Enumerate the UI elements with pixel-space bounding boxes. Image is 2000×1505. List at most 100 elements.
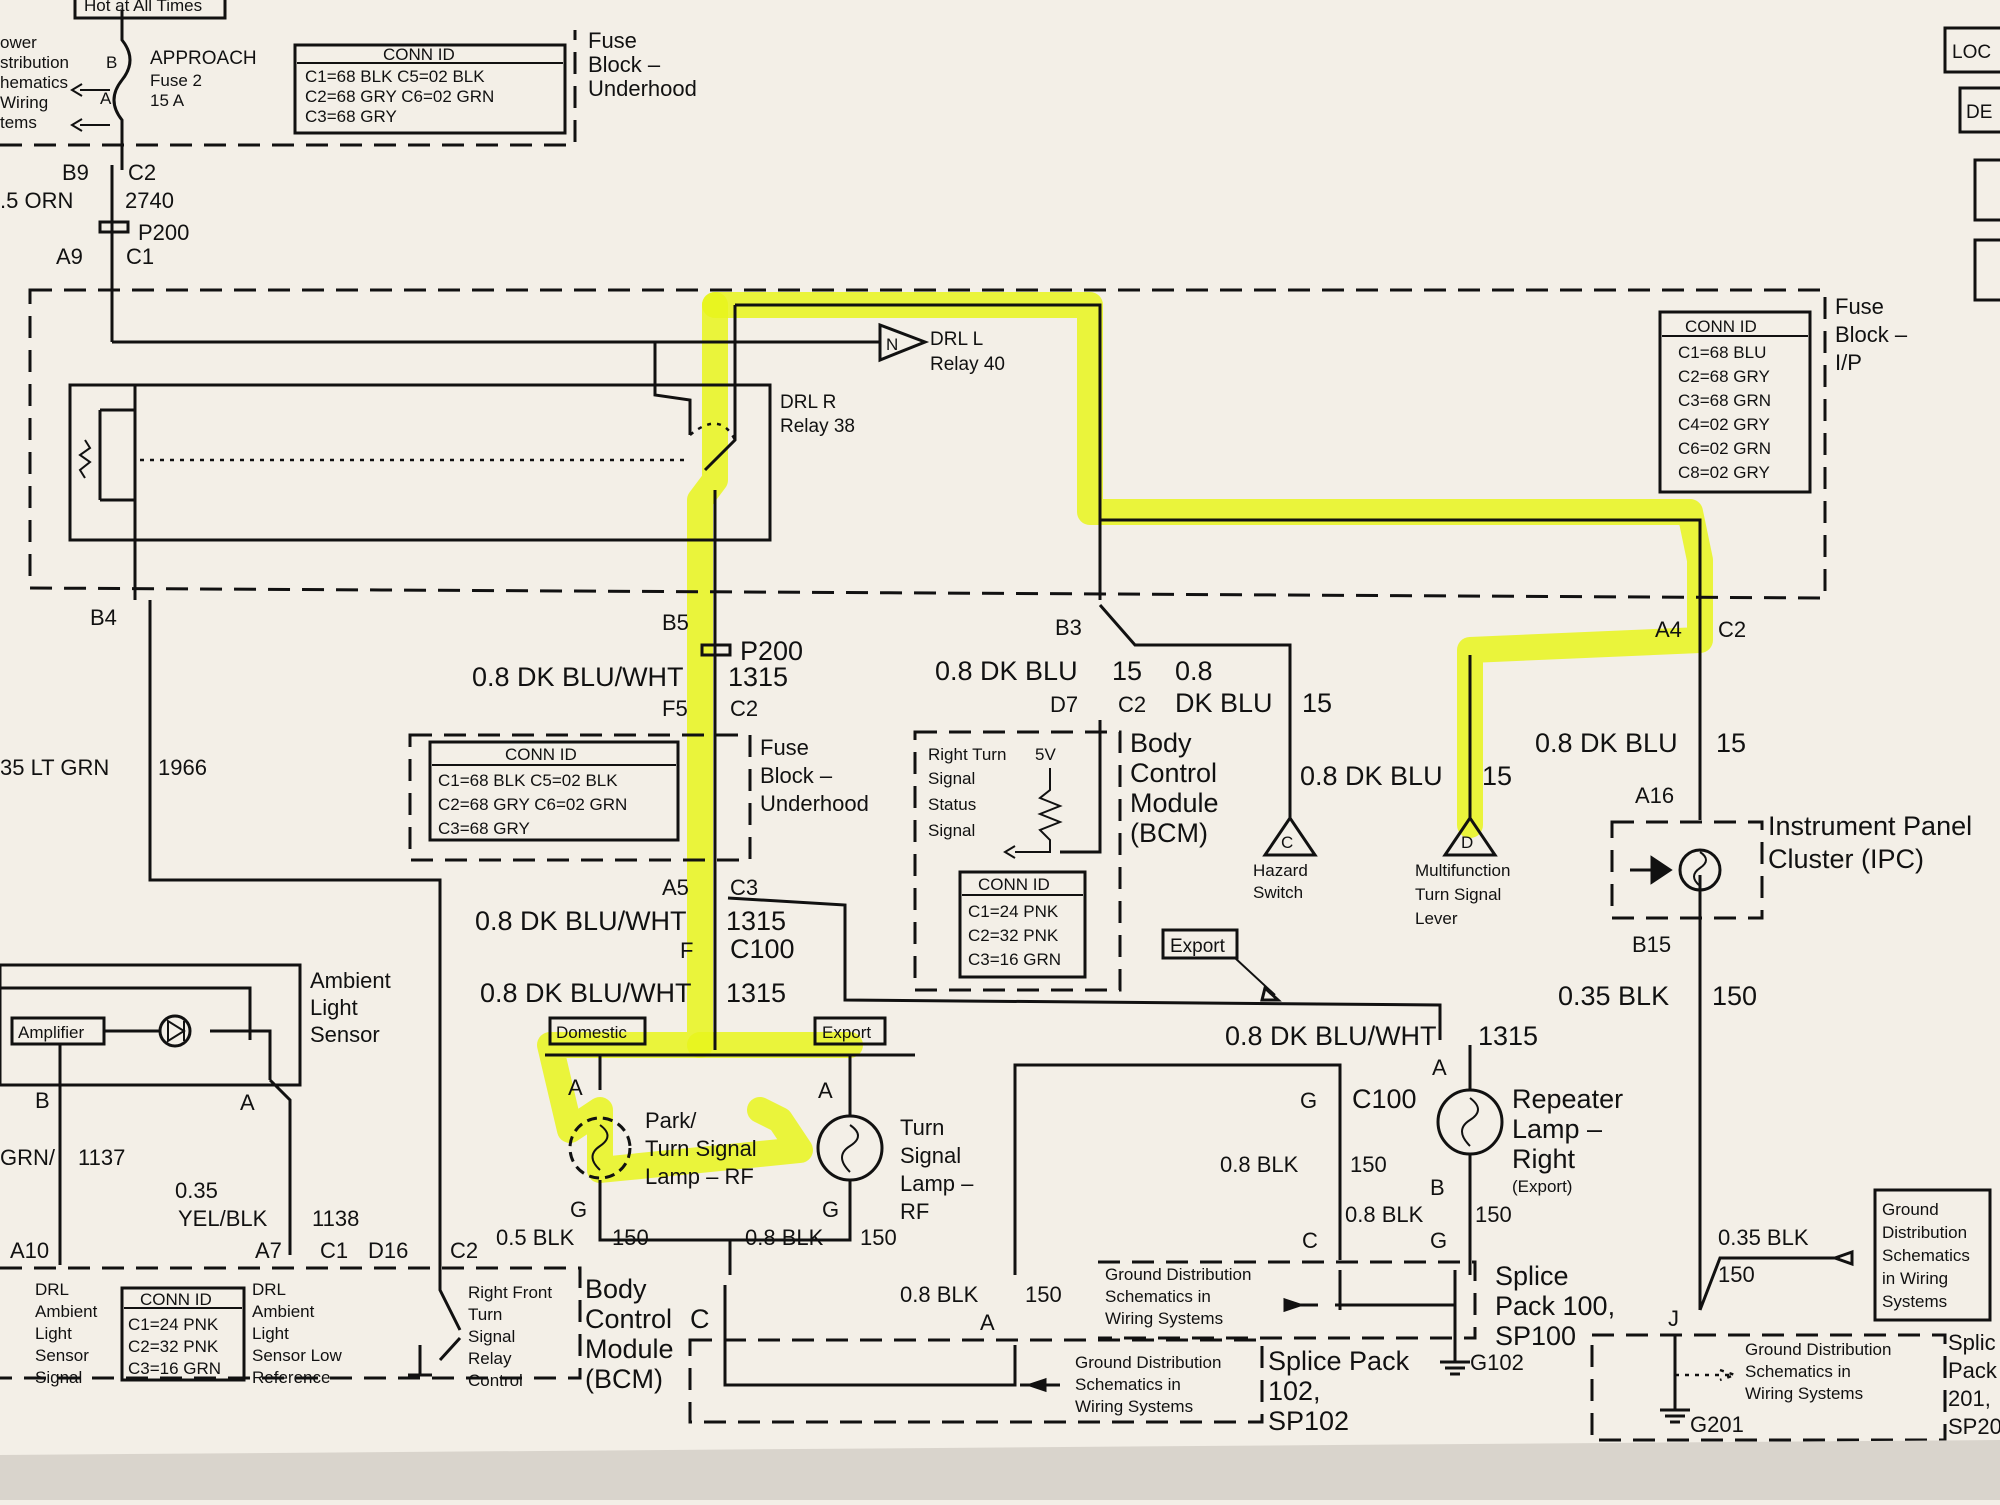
bcm-top: B3 0.8 DK BLU 15 0.8 D7 C2 DK BLU 15 Rig… [913, 604, 1332, 1002]
svg-text:C3=68 GRY: C3=68 GRY [305, 107, 397, 126]
svg-text:1315: 1315 [726, 978, 786, 1008]
svg-text:(BCM): (BCM) [1130, 818, 1208, 848]
svg-text:C100: C100 [1352, 1084, 1417, 1114]
svg-text:1137: 1137 [78, 1145, 125, 1170]
svg-text:150: 150 [612, 1225, 649, 1250]
hot-label: Hot at All Times [84, 0, 202, 15]
svg-text:C3=16 GRN: C3=16 GRN [968, 950, 1061, 969]
svg-text:Signal: Signal [928, 821, 975, 840]
svg-text:Export: Export [822, 1023, 871, 1042]
svg-text:Splice: Splice [1495, 1261, 1569, 1291]
svg-text:0.35: 0.35 [175, 1178, 218, 1203]
repeater-lamp-right: 0.8 DK BLU/WHT 1315 A Repeater Lamp – Ri… [1013, 1021, 1623, 1275]
svg-text:APPROACH: APPROACH [150, 48, 257, 69]
svg-text:Distribution: Distribution [1882, 1223, 1967, 1242]
a4-bus [1100, 518, 1702, 640]
svg-text:Light: Light [35, 1324, 72, 1343]
svg-text:B: B [106, 53, 117, 72]
svg-text:C2=32 PNK: C2=32 PNK [968, 926, 1059, 945]
svg-text:C1=24 PNK: C1=24 PNK [128, 1315, 219, 1334]
ground-splice-100: Ground Distribution Schematics in Wiring… [1098, 1260, 1615, 1376]
svg-text:Relay: Relay [468, 1349, 512, 1368]
svg-text:A16: A16 [1635, 783, 1674, 808]
svg-text:150: 150 [860, 1225, 897, 1250]
svg-text:15: 15 [1302, 688, 1332, 718]
multifunction-turn-signal-lever: D Multifunction Turn Signal Lever [1415, 655, 1510, 928]
svg-text:Signal: Signal [35, 1368, 82, 1387]
svg-text:Multifunction: Multifunction [1415, 861, 1510, 880]
svg-text:0.8: 0.8 [1175, 656, 1213, 686]
svg-text:A: A [568, 1075, 583, 1100]
paper-edge [0, 1440, 2000, 1500]
svg-text:Right Turn: Right Turn [928, 745, 1006, 764]
b4-branch: B4 35 LT GRN 1966 [0, 600, 442, 1265]
svg-text:G102: G102 [1470, 1350, 1524, 1375]
svg-text:Control: Control [468, 1371, 523, 1390]
fuse-block-ip-label: Fuse Block – I/P [1835, 294, 1908, 375]
approach-fuse: B A APPROACH Fuse 2 15 A [100, 10, 257, 170]
svg-text:Fuse: Fuse [760, 735, 809, 760]
svg-text:Amplifier: Amplifier [18, 1023, 84, 1042]
svg-text:0.8 BLK: 0.8 BLK [1220, 1152, 1299, 1177]
svg-text:C: C [690, 1304, 710, 1334]
svg-text:Fuse: Fuse [588, 28, 637, 53]
svg-text:Wiring: Wiring [0, 93, 48, 112]
svg-text:DRL R: DRL R [780, 392, 836, 413]
svg-text:DRL: DRL [252, 1280, 286, 1299]
svg-text:Right: Right [1512, 1144, 1576, 1174]
svg-text:0.8 DK BLU: 0.8 DK BLU [1535, 728, 1678, 758]
svg-text:Reference: Reference [252, 1368, 330, 1387]
svg-text:15: 15 [1482, 761, 1512, 791]
svg-text:Turn: Turn [468, 1305, 502, 1324]
svg-text:Control: Control [585, 1304, 672, 1334]
svg-text:C2=68 GRY: C2=68 GRY [1678, 367, 1770, 386]
svg-text:Export: Export [1170, 936, 1226, 957]
svg-text:G: G [1300, 1088, 1317, 1113]
svg-text:I/P: I/P [1835, 350, 1862, 375]
svg-text:A9: A9 [56, 244, 83, 269]
svg-text:Sensor: Sensor [35, 1346, 89, 1365]
svg-text:Sensor: Sensor [310, 1022, 380, 1047]
svg-text:stribution: stribution [0, 53, 69, 72]
svg-text:C3=68 GRY: C3=68 GRY [438, 819, 530, 838]
svg-text:0.8 BLK: 0.8 BLK [900, 1282, 979, 1307]
svg-text:15 A: 15 A [150, 91, 185, 110]
svg-text:SP102: SP102 [1268, 1406, 1349, 1436]
svg-text:Control: Control [1130, 758, 1217, 788]
svg-text:G201: G201 [1690, 1412, 1744, 1437]
svg-text:A5: A5 [662, 875, 689, 900]
svg-text:C2=68 GRY C6=02 GRN: C2=68 GRY C6=02 GRN [438, 795, 627, 814]
svg-text:C1=68 BLU: C1=68 BLU [1678, 343, 1766, 362]
instrument-panel-cluster: A4 C2 0.8 DK BLU 15 A16 Instrument Panel… [1535, 605, 1972, 1310]
svg-text:SP100: SP100 [1495, 1321, 1576, 1351]
svg-text:C1=68 BLK C5=02 BLK: C1=68 BLK C5=02 BLK [305, 67, 485, 86]
svg-text:D: D [1461, 833, 1473, 852]
svg-text:C2=68 GRY C6=02 GRN: C2=68 GRY C6=02 GRN [305, 87, 494, 106]
svg-text:DE: DE [1966, 102, 1992, 123]
svg-text:150: 150 [1475, 1202, 1512, 1227]
svg-text:F: F [680, 938, 693, 963]
svg-text:1315: 1315 [726, 906, 786, 936]
svg-text:Schematics: Schematics [1882, 1246, 1970, 1265]
svg-text:0.35 BLK: 0.35 BLK [1558, 981, 1669, 1011]
svg-text:Park/: Park/ [645, 1108, 697, 1133]
svg-text:CONN ID: CONN ID [505, 745, 577, 764]
svg-text:C3: C3 [730, 875, 758, 900]
svg-text:Repeater: Repeater [1512, 1084, 1623, 1114]
svg-text:Lamp –: Lamp – [900, 1171, 974, 1196]
svg-text:Switch: Switch [1253, 883, 1303, 902]
svg-text:Schematics in: Schematics in [1745, 1362, 1851, 1381]
svg-text:C2: C2 [1718, 617, 1746, 642]
svg-text:C2: C2 [450, 1238, 478, 1263]
svg-text:B9: B9 [62, 160, 89, 185]
bcm-bottom: A10 A7 C1 D16 C2 DRL Ambient Light Senso… [0, 1238, 710, 1394]
svg-text:Module: Module [1130, 788, 1219, 818]
svg-text:A: A [818, 1078, 833, 1103]
svg-text:CONN ID: CONN ID [978, 875, 1050, 894]
svg-text:D7: D7 [1050, 692, 1078, 717]
svg-text:0.8 DK BLU/WHT: 0.8 DK BLU/WHT [480, 978, 692, 1008]
svg-text:ower: ower [0, 33, 37, 52]
svg-text:tems: tems [0, 113, 37, 132]
svg-text:RF: RF [900, 1199, 929, 1224]
